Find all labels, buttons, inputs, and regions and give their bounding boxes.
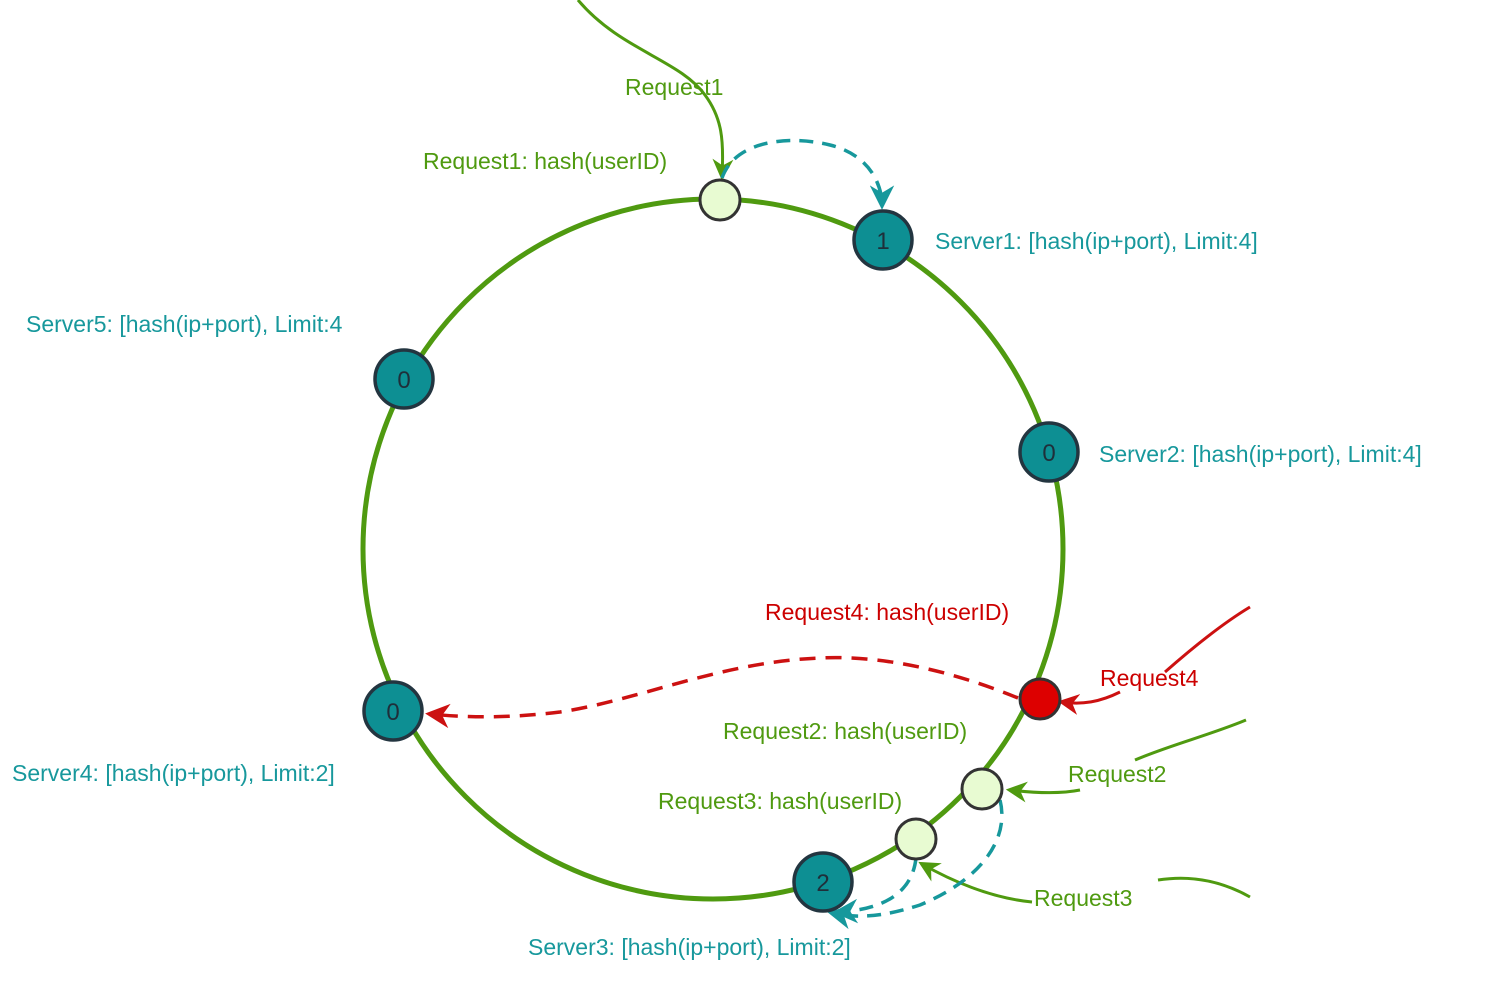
request2-incoming-curve-arrow xyxy=(1005,781,1081,803)
request1-node xyxy=(698,178,742,222)
request3-node xyxy=(894,817,938,861)
server1-label: Server1: [hash(ip+port), Limit:4] xyxy=(935,228,1258,254)
request4-incoming-curve-arrow xyxy=(1057,690,1121,715)
request3-incoming-curve-tail xyxy=(1157,876,1251,899)
request2-hash-label: Request2: hash(userID) xyxy=(723,718,967,744)
server1-node: 1 xyxy=(852,209,914,271)
request4-incoming-curve-tail xyxy=(1164,605,1251,674)
server3-count: 2 xyxy=(816,870,829,897)
server3-node: 2 xyxy=(792,851,854,913)
request1-incoming-curve xyxy=(576,0,734,181)
request3-incoming-curve-arrow xyxy=(918,861,1033,904)
request4-route-dashed xyxy=(425,655,1019,729)
server1-count: 1 xyxy=(876,228,889,255)
request3-name-label: Request3 xyxy=(1034,885,1132,911)
request2-name-label: Request2 xyxy=(1068,761,1166,787)
server5-count: 0 xyxy=(397,367,410,394)
request3-route-dashed xyxy=(833,857,918,924)
server5-label: Server5: [hash(ip+port), Limit:4 xyxy=(26,311,343,337)
request1-route-dashed xyxy=(720,138,895,210)
server2-node: 0 xyxy=(1018,421,1080,483)
request1-name-label: Request1 xyxy=(625,74,723,100)
request2-incoming-curve-top xyxy=(1134,718,1247,762)
server4-label: Server4: [hash(ip+port), Limit:2] xyxy=(12,760,335,786)
request1-hash-label: Request1: hash(userID) xyxy=(423,148,667,174)
server4-node: 0 xyxy=(362,680,424,742)
server2-count: 0 xyxy=(1042,440,1055,467)
server5-node: 0 xyxy=(373,348,435,410)
request4-name-label: Request4 xyxy=(1100,665,1199,691)
server3-label: Server3: [hash(ip+port), Limit:2] xyxy=(528,934,851,960)
request4-node xyxy=(1018,677,1062,721)
server2-label: Server2: [hash(ip+port), Limit:4] xyxy=(1099,441,1422,467)
server4-count: 0 xyxy=(386,699,399,726)
request2-node xyxy=(960,767,1004,811)
request4-hash-label: Request4: hash(userID) xyxy=(765,599,1009,625)
request3-hash-label: Request3: hash(userID) xyxy=(658,788,902,814)
